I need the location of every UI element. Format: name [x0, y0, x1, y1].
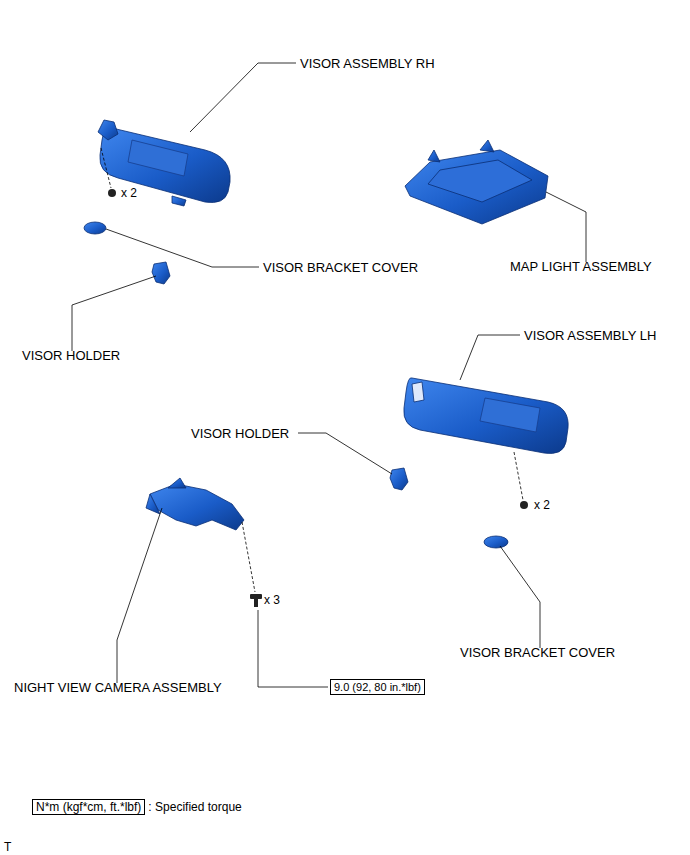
- quantity: x 2: [534, 498, 550, 513]
- part-name: VISOR HOLDER: [191, 426, 289, 441]
- part-name: VISOR BRACKET COVER: [460, 645, 615, 660]
- torque-box: N*m (kgf*cm, ft.*lbf): [32, 799, 145, 815]
- part-name: NIGHT VIEW CAMERA ASSEMBLY: [14, 680, 222, 695]
- part-name: VISOR ASSEMBLY LH: [524, 328, 656, 343]
- map-light: [405, 140, 548, 224]
- part-name: VISOR BRACKET COVER: [263, 260, 418, 275]
- torque-box: 9.0 (92, 80 in.*lbf): [330, 679, 425, 695]
- legend-note: : Specified torque: [148, 800, 241, 815]
- leader-line: [72, 63, 586, 687]
- night-view-camera: [146, 478, 244, 530]
- page-mark: T: [4, 840, 11, 855]
- visor-holder: [390, 468, 408, 490]
- bracket-cover: [484, 536, 508, 548]
- part-name: MAP LIGHT ASSEMBLY: [510, 259, 652, 274]
- install-line: [101, 148, 523, 592]
- quantity: x 2: [121, 186, 137, 201]
- torque-text: N*m (kgf*cm, ft.*lbf): [36, 800, 141, 814]
- screw: [108, 189, 528, 607]
- visor-rh: [98, 120, 230, 206]
- part-name: VISOR HOLDER: [22, 348, 120, 363]
- part-name: VISOR ASSEMBLY RH: [300, 56, 435, 71]
- visor-holder: [152, 262, 170, 284]
- torque-text: 9.0 (92, 80 in.*lbf): [334, 681, 421, 693]
- visor-lh: [404, 378, 568, 454]
- quantity: x 3: [264, 593, 280, 608]
- bracket-cover: [84, 222, 106, 234]
